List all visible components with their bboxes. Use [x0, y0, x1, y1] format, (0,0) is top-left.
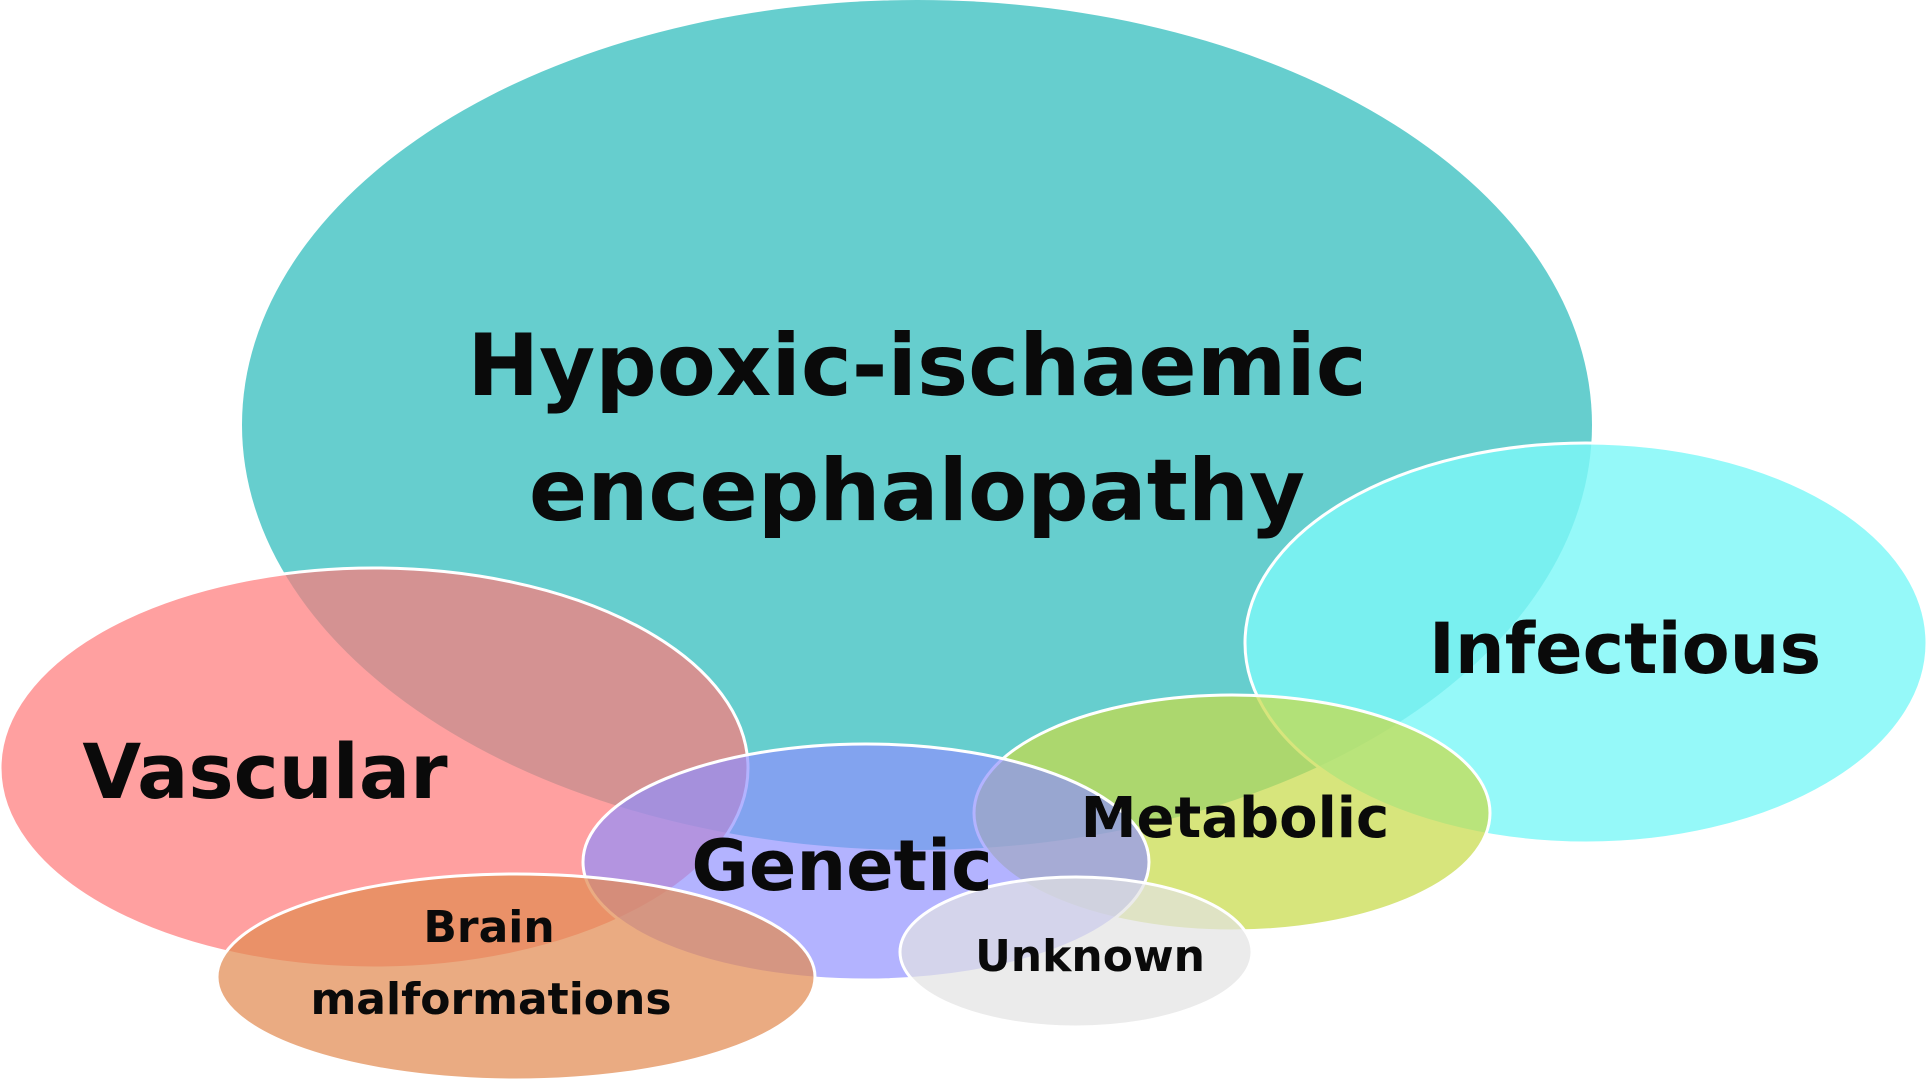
category-brain-malformations [215, 872, 817, 1080]
hypoxic-label-line-2: encephalopathy [529, 441, 1305, 541]
genetic-label: Genetic [691, 825, 992, 907]
brain-malformations-ellipse [215, 872, 817, 1080]
vascular-label: Vascular [82, 727, 448, 816]
hypoxic-label-line-1: Hypoxic-ischaemic [467, 316, 1367, 416]
metabolic-label: Metabolic [1081, 786, 1389, 851]
brain-malformations-label-line-1: Brain [423, 902, 554, 953]
unknown-ellipse [898, 875, 1254, 1029]
brain-malformations-label-line-2: malformations [310, 974, 671, 1025]
infectious-label: Infectious [1429, 608, 1821, 690]
category-unknown [898, 875, 1254, 1029]
unknown-label: Unknown [975, 931, 1205, 982]
